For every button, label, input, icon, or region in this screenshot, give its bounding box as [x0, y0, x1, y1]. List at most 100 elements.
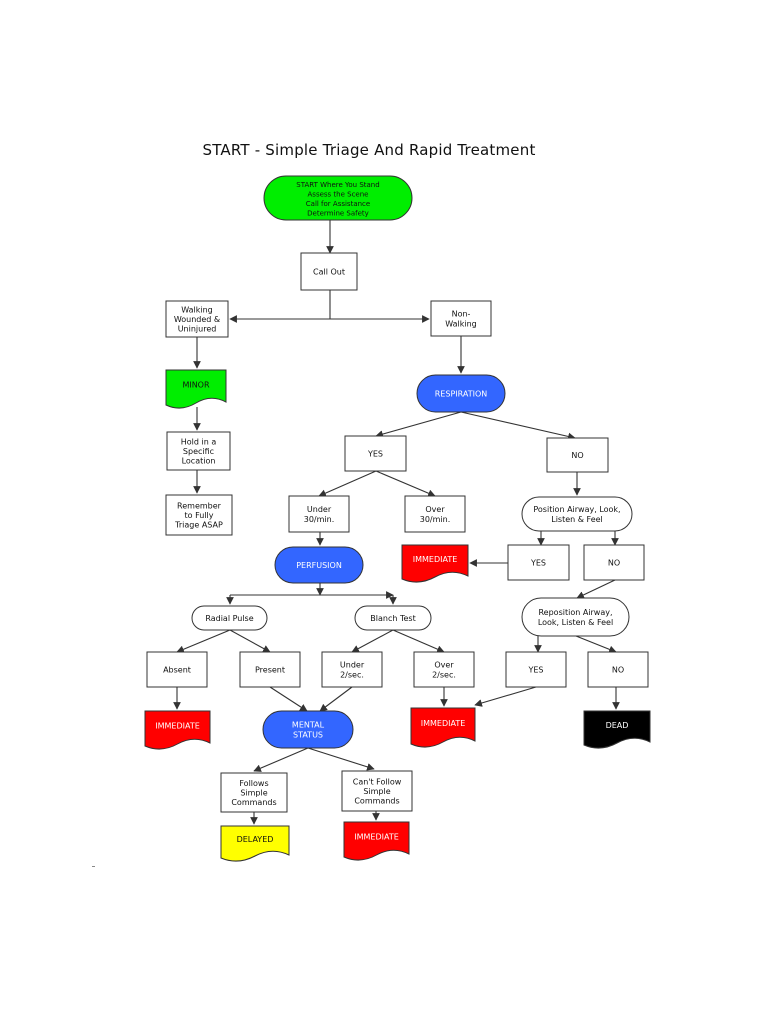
minor-label: MINOR: [182, 381, 210, 390]
walking-label-line: Walking: [181, 306, 213, 315]
under30-label-line: 30/min.: [304, 515, 335, 524]
blanch-terminal: [354, 605, 432, 631]
diagram-title: START - Simple Triage And Rapid Treatmen…: [202, 141, 536, 159]
connector-34: [253, 747, 309, 772]
non-walking-label-line: Walking: [445, 320, 477, 329]
over30-label-line: Over: [425, 505, 445, 514]
cant-follow-label-line: Commands: [354, 797, 399, 806]
remember-label-line: Remember: [177, 502, 222, 511]
hold-box: [166, 431, 231, 471]
position-airway-terminal: [521, 496, 633, 532]
under2-label-line: 2/sec.: [340, 671, 364, 680]
start-terminal: [263, 175, 413, 221]
node-minor: MINOR: [165, 369, 227, 409]
connector-25: [392, 629, 445, 653]
pos-yes-box: [507, 544, 570, 581]
radial-terminal: [191, 605, 268, 631]
node-non-walking: Non-Walking: [430, 300, 492, 337]
immediate-2-document-shape: [144, 710, 211, 750]
remember-label-line: Triage ASAP: [174, 521, 223, 530]
absent-box: [146, 651, 208, 688]
node-present: Present: [239, 651, 301, 688]
immediate-3-label-line: IMMEDIATE: [421, 719, 466, 728]
node-immediate-3: IMMEDIATE: [410, 707, 476, 748]
non-walking-label: Non-Walking: [445, 310, 477, 329]
start-label-line: Assess the Scene: [308, 190, 369, 198]
connector-lines: [173, 220, 620, 825]
pos-yes-label-line: YES: [530, 559, 546, 568]
absent-label-line: Absent: [163, 666, 191, 675]
node-resp-no: NO: [546, 437, 609, 473]
node-delayed: DELAYED: [220, 825, 290, 862]
reposition-label-line: Look, Listen & Feel: [538, 618, 613, 627]
perfusion-label-line: PERFUSION: [296, 561, 342, 570]
immediate-3-label: IMMEDIATE: [421, 719, 466, 728]
follows-box: [220, 772, 288, 813]
present-box: [239, 651, 301, 688]
node-call-out: Call Out: [300, 252, 358, 291]
minor-label-line: MINOR: [182, 381, 210, 390]
blanch-label: Blanch Test: [370, 614, 415, 623]
node-reposition: Reposition Airway,Look, Listen & Feel: [521, 597, 630, 637]
immediate-2-label-line: IMMEDIATE: [155, 722, 200, 731]
node-resp-yes: YES: [344, 435, 407, 472]
blanch-label-line: Blanch Test: [370, 614, 415, 623]
over2-label-line: Over: [434, 661, 454, 670]
resp-no-box: [546, 437, 609, 473]
hold-label-line: Location: [182, 457, 216, 466]
rep-yes-label-line: YES: [527, 666, 543, 675]
rep-yes-label: YES: [527, 666, 543, 675]
node-respiration: RESPIRATION: [416, 374, 506, 413]
pos-no-box: [583, 544, 645, 581]
connector-24: [351, 629, 394, 653]
over2-label-line: 2/sec.: [432, 671, 456, 680]
immediate-4-document-shape: [343, 821, 410, 861]
connector-17: [576, 579, 616, 599]
follows-label-line: Follows: [239, 779, 268, 788]
follows-label-line: Simple: [240, 789, 267, 798]
cant-follow-label-line: Can't Follow: [353, 778, 402, 787]
immediate-3-document-shape: [410, 707, 476, 748]
node-pos-yes: YES: [507, 544, 570, 581]
minor-document-shape: [165, 369, 227, 409]
connector-30: [319, 686, 353, 712]
delayed-label-line: DELAYED: [237, 835, 274, 844]
cant-follow-label-line: Simple: [363, 787, 390, 796]
hold-label-line: Hold in a: [181, 438, 217, 447]
rep-yes-box: [505, 651, 567, 688]
position-airway-label-line: Listen & Feel: [551, 515, 603, 524]
connector-35: [307, 747, 375, 771]
connector-27: [575, 635, 617, 654]
connector-9: [460, 411, 576, 441]
absent-label: Absent: [163, 666, 191, 675]
over30-box: [404, 495, 466, 533]
connector-2: [229, 290, 331, 323]
respiration-terminal: [416, 374, 506, 413]
dead-document-shape: [583, 710, 651, 749]
connector-8: [375, 411, 462, 438]
resp-yes-label-line: YES: [367, 450, 383, 459]
immediate-1-label: IMMEDIATE: [413, 555, 458, 564]
node-perfusion: PERFUSION: [274, 546, 364, 584]
stray-mark: [92, 866, 95, 867]
under2-box: [321, 651, 383, 688]
node-blanch: Blanch Test: [354, 605, 432, 631]
follows-label-line: Commands: [231, 798, 276, 807]
node-position-airway: Position Airway, Look,Listen & Feel: [521, 496, 633, 532]
under30-box: [288, 495, 350, 533]
node-radial: Radial Pulse: [191, 605, 268, 631]
walking-label-line: Wounded &: [174, 315, 220, 324]
mental-label-line: MENTAL: [292, 721, 325, 730]
node-pos-no: NO: [583, 544, 645, 581]
node-dead: DEAD: [583, 710, 651, 749]
